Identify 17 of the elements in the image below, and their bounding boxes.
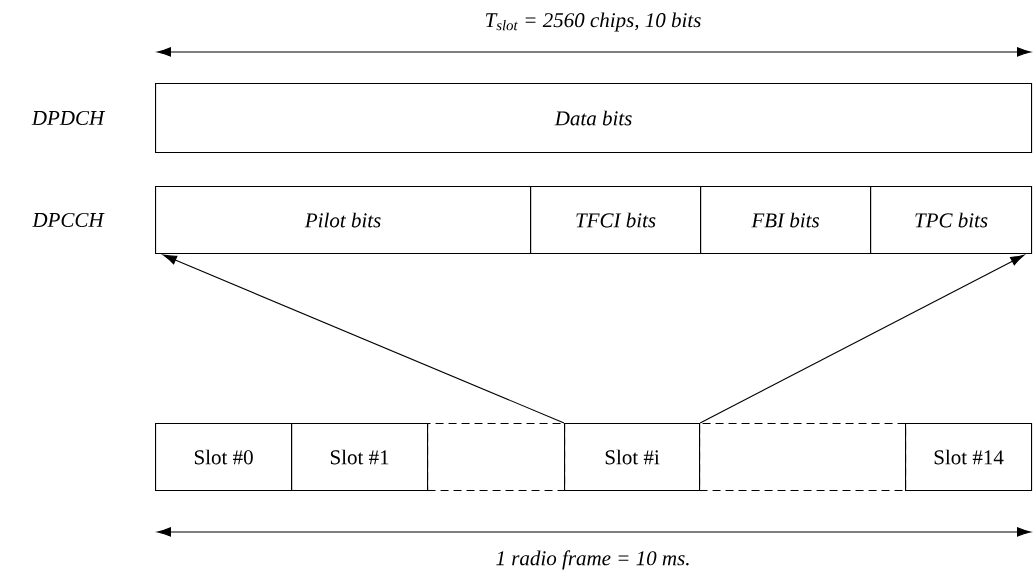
row-name: DPDCH — [31, 110, 106, 126]
field-box: TFCI bits — [530, 186, 702, 255]
row-name: DPCCH — [32, 212, 105, 228]
dimension-label: 1 radio frame = 10 ms. — [496, 550, 689, 570]
arrow — [699, 254, 1025, 424]
title-text: T$_{slot}$ = 2560 chips, 10 bits — [486, 12, 701, 32]
field-box: TPC bits — [870, 186, 1033, 255]
slot-box — [699, 423, 907, 492]
slot-box: Slot #i — [564, 423, 701, 492]
field-box: FBI bits — [700, 186, 872, 255]
field-box: Data bits — [155, 83, 1033, 154]
slot-box: Slot #14 — [905, 423, 1033, 492]
slot-box — [427, 423, 566, 492]
field-box: Pilot bits — [155, 186, 532, 255]
arrow — [162, 254, 565, 424]
slot-box: Slot #1 — [291, 423, 429, 492]
slot-box: Slot #0 — [155, 423, 293, 492]
